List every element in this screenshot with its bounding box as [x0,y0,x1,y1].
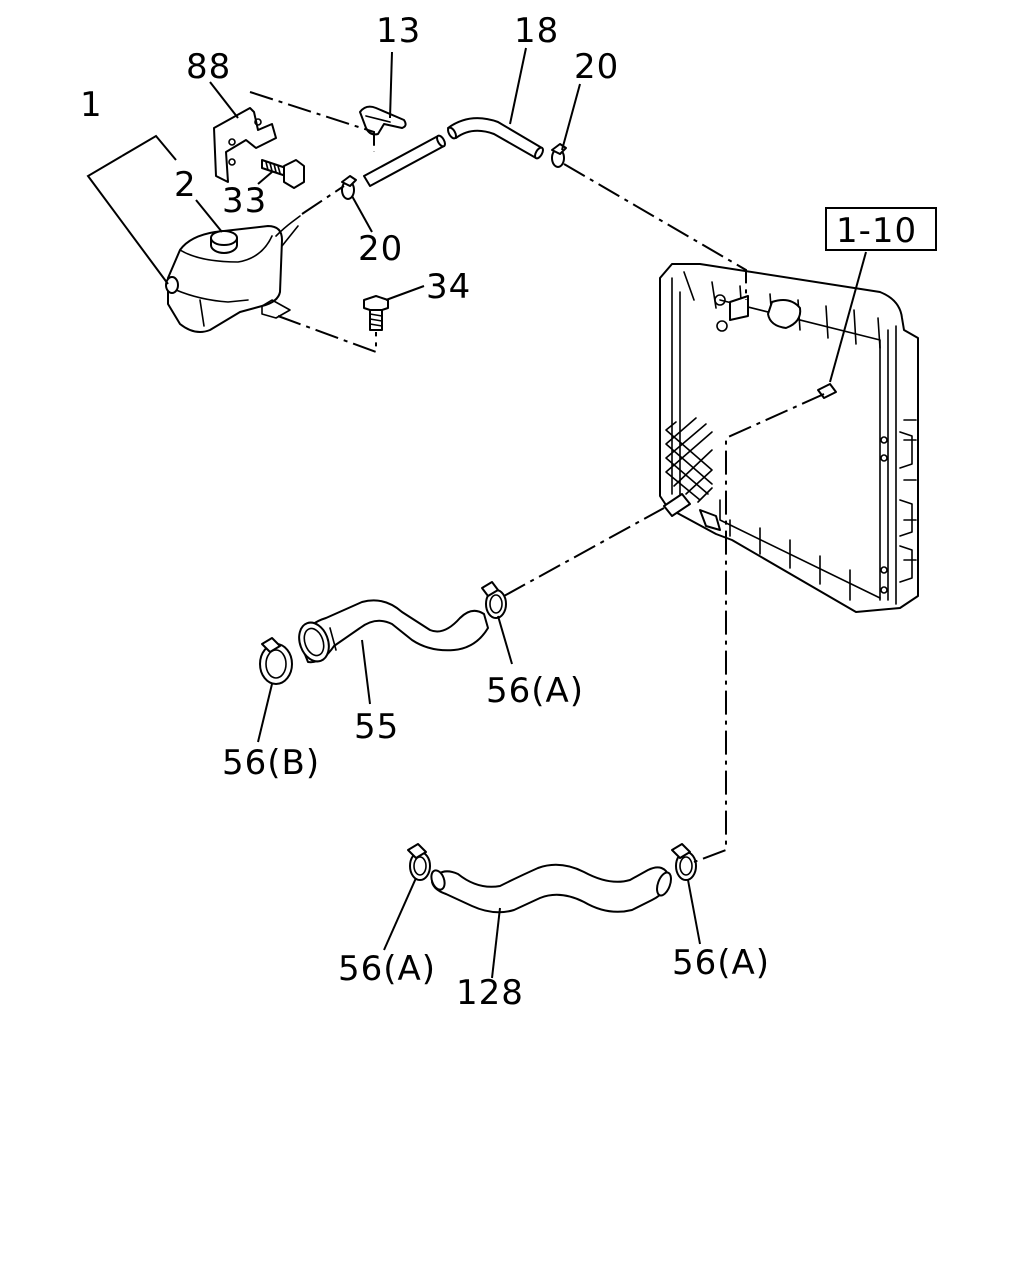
radiator-cap [767,299,802,329]
callout-56b: 56(B) [222,743,320,783]
callout-1-10: 1-10 [836,211,917,251]
reservoir-cap [210,230,238,254]
radiator-assembly [659,263,919,613]
callout-2: 2 [174,165,197,205]
callout-13: 13 [376,11,421,51]
callout-labels: 1 2 88 33 13 18 20 20 34 1-10 55 56(A) 5… [80,11,917,1013]
small-hose-clamp-lower [341,175,357,200]
callout-34: 34 [426,267,471,307]
callout-56a-lower-right: 56(A) [672,943,770,983]
tank-bracket-foot [261,299,291,319]
radiator-lower-inlet [663,493,691,517]
hose-clamp-56b [259,637,293,685]
callout-56a-lower-left: 56(A) [338,949,436,989]
leader-lines [86,47,867,979]
callout-88: 88 [186,47,231,87]
small-hose-clamp-upper [551,143,567,168]
assembly-lines [249,91,825,863]
callout-56a-upper: 56(A) [486,671,584,711]
overflow-hose-18 [363,117,544,187]
callout-20-mid: 20 [358,229,403,269]
radiator-core-mesh [665,417,713,503]
tank-overflow-pipe [275,215,301,247]
reservoir-tank [165,225,283,333]
callout-1: 1 [80,85,103,125]
callout-128: 128 [456,973,524,1013]
hose-clamp-56a-lower-right [671,843,697,881]
callout-18: 18 [514,11,559,51]
callout-20-top: 20 [574,47,619,87]
bolt-33 [261,159,305,189]
reference-box-1-10 [825,207,937,251]
upper-radiator-hose-55 [298,599,489,664]
mounting-bracket [213,107,277,183]
lower-radiator-hose-128 [430,863,672,914]
bolt-34 [363,295,389,331]
callout-55: 55 [354,707,399,747]
hose-clamp-56a-lower-left [407,843,431,881]
hose-clamp-56a-upper [481,581,507,619]
hose-clip-13 [359,105,407,136]
callout-33: 33 [222,181,267,221]
